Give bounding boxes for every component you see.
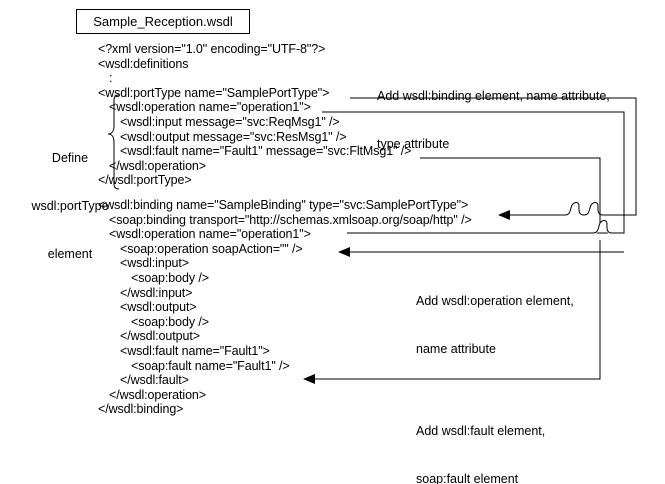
fault-annotation-line-2: soap:fault element xyxy=(416,472,519,484)
code-line: </wsdl:fault> xyxy=(120,373,189,388)
operation-annotation-line-1: Add wsdl:operation element, xyxy=(416,294,574,308)
code-line: </wsdl:binding> xyxy=(98,402,184,417)
define-porttype-annotation-line-1: Define xyxy=(51,151,89,165)
define-porttype-annotation-line-3: element xyxy=(47,247,93,261)
soap-fault-arrowhead xyxy=(303,374,315,384)
code-line: <wsdl:fault name="Fault1" message="svc:F… xyxy=(120,144,412,159)
code-line: <wsdl:input message="svc:ReqMsg1" /> xyxy=(120,115,340,129)
binding-annotation: Add wsdl:binding element, name attribute… xyxy=(377,56,610,184)
wsdl-file-title-box: Sample_Reception.wsdl xyxy=(76,9,250,34)
code-line: </wsdl:operation> xyxy=(109,158,206,173)
wsdl-file-title-label: Sample_Reception.wsdl xyxy=(93,14,233,29)
code-line: <wsdl:portType name="SamplePortType"> xyxy=(98,85,330,100)
code-line: <wsdl:output message="svc:ResMsg1" /> xyxy=(120,129,347,144)
code-line: </wsdl:operation> xyxy=(109,387,206,402)
code-line: : xyxy=(109,71,113,86)
code-line: <soap:operation soapAction="" /> xyxy=(120,241,303,256)
code-line: <?xml version="1.0" encoding="UTF-8"?> xyxy=(98,42,326,56)
code-line: <wsdl:operation name="operation1"> xyxy=(109,100,311,115)
binding-annotation-line-2: type attribute xyxy=(377,137,450,151)
binding-operation-arrowhead xyxy=(338,247,350,257)
code-line: <wsdl:fault name="Fault1"> xyxy=(120,344,270,358)
code-line: <soap:fault name="Fault1" /> xyxy=(131,358,290,373)
operation-annotation: Add wsdl:operation element, name attribu… xyxy=(416,261,574,389)
code-line: <soap:body /> xyxy=(131,314,209,329)
porttype-to-binding-leader-hop-2 xyxy=(564,202,585,216)
code-line: </wsdl:input> xyxy=(120,285,193,300)
code-line: <wsdl:output> xyxy=(120,300,197,315)
porttype-to-binding-leader-hop xyxy=(583,202,604,216)
code-line: <soap:body /> xyxy=(131,271,209,285)
define-porttype-annotation: Define wsdl:portType element xyxy=(22,118,118,294)
code-line: <soap:binding transport="http://schemas.… xyxy=(109,212,472,227)
operation-leader-hop-stroke xyxy=(592,220,613,234)
binding-arrowhead xyxy=(498,210,510,220)
fault-annotation-line-1: Add wsdl:fault element, xyxy=(416,424,546,438)
fault-annotation: Add wsdl:fault element, soap:fault eleme… xyxy=(416,391,545,484)
operation-leader-hop xyxy=(592,219,613,235)
code-line: <wsdl:operation name="operation1"> xyxy=(109,227,311,242)
code-line: </wsdl:portType> xyxy=(98,173,192,188)
binding-annotation-line-1: Add wsdl:binding element, name attribute… xyxy=(377,89,610,103)
code-line: <wsdl:binding name="SampleBinding" type=… xyxy=(98,198,469,212)
code-line: <wsdl:input> xyxy=(120,256,189,271)
operation-annotation-line-2: name attribute xyxy=(416,342,496,356)
code-line: </wsdl:output> xyxy=(120,329,200,344)
define-porttype-annotation-line-2: wsdl:portType xyxy=(31,199,109,213)
code-line: <wsdl:definitions xyxy=(98,56,189,71)
